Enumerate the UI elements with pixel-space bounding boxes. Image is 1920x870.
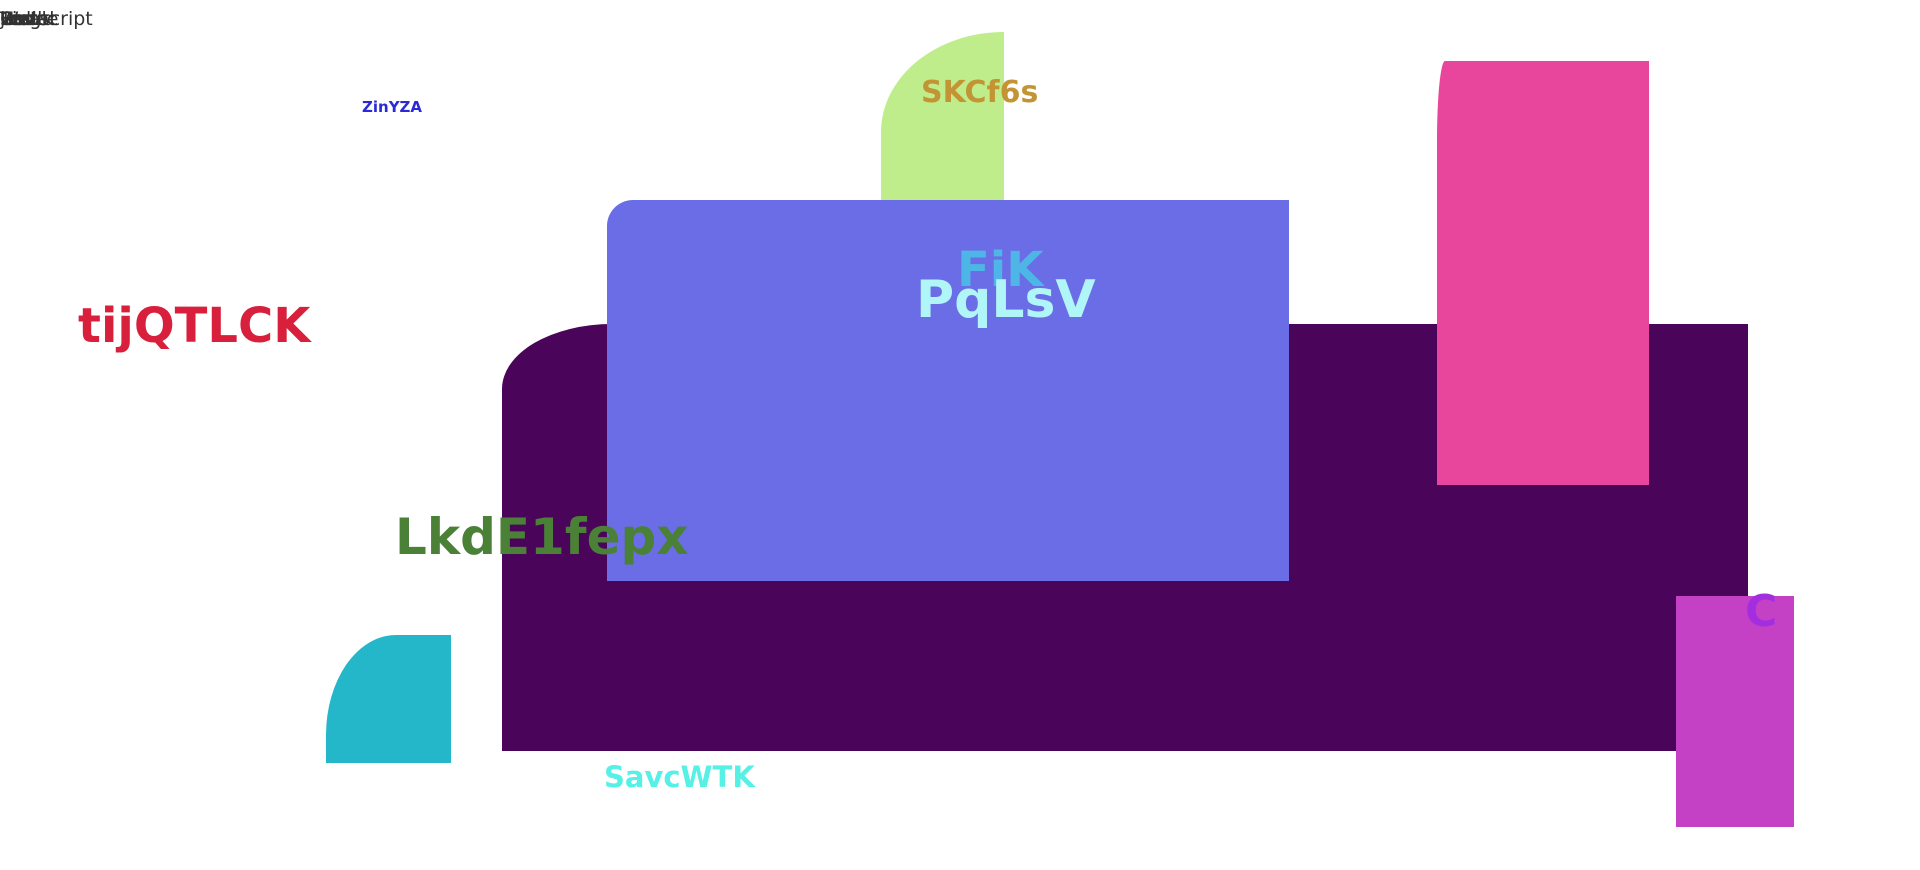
label-c: C xyxy=(1745,586,1778,637)
magenta-block xyxy=(1676,596,1794,827)
corner-text-7: Code xyxy=(0,8,49,30)
lime-tab-shape xyxy=(881,32,1004,200)
label-tijqtlck: tijQTLCK xyxy=(78,298,311,354)
label-pqlsv: PqLsV xyxy=(916,270,1096,330)
label-zinyza: ZinYZA xyxy=(362,98,423,116)
corner-text-5: Single xyxy=(0,8,59,30)
corner-text-3: Foo xyxy=(0,8,34,30)
corner-text-cluster: Hello World javascript Foo Bar Single Te… xyxy=(0,8,120,30)
label-fik: FiK xyxy=(957,242,1044,298)
periwinkle-panel xyxy=(607,200,1289,581)
pink-panel xyxy=(1437,61,1649,485)
cyan-quarter-shape xyxy=(326,635,451,763)
label-skcf6s: SKCf6s xyxy=(921,75,1039,110)
corner-text-6: Test xyxy=(0,8,38,30)
corner-text-0: Hello xyxy=(0,8,49,30)
corner-text-1: World xyxy=(0,8,55,30)
label-savcwtk: SavcWTK xyxy=(604,760,755,794)
corner-text-2: javascript xyxy=(0,8,93,30)
label-lkde1fepx: LkdE1fepx xyxy=(395,508,689,566)
corner-text-4: Bar xyxy=(0,8,33,30)
